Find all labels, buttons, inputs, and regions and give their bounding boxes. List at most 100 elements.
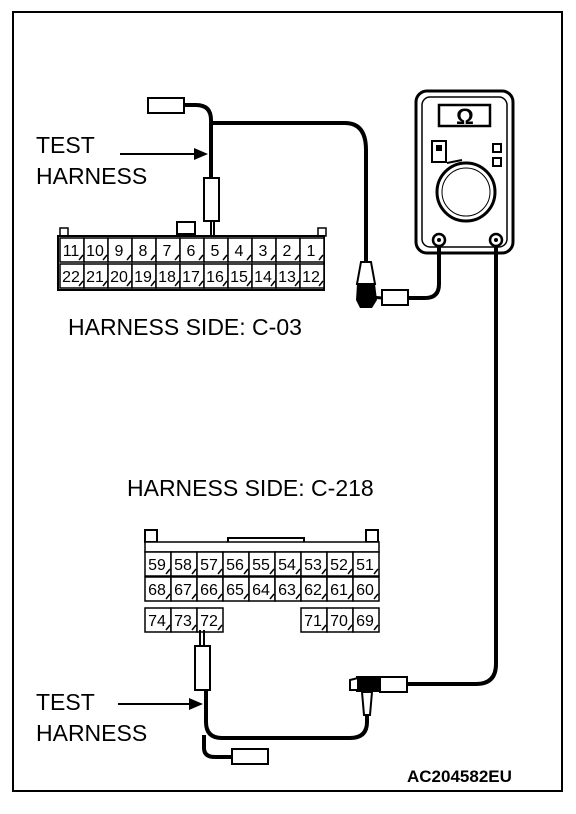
c218-pin-66: 66 xyxy=(196,576,224,602)
pin-number: 72 xyxy=(200,613,218,630)
pin-number: 20 xyxy=(110,269,128,286)
pin-number: 16 xyxy=(206,269,224,286)
c218-top-edge xyxy=(144,541,380,553)
meter-lead-wire-2 xyxy=(204,690,369,740)
pin-number: 22 xyxy=(62,269,80,286)
pin-number: 64 xyxy=(252,582,270,599)
meter-display xyxy=(437,103,492,128)
c218-pin-73: 73 xyxy=(170,607,198,633)
c218-pin-67: 67 xyxy=(170,576,198,602)
meter-lead-1 xyxy=(407,246,441,300)
meter-lead-1-plug xyxy=(381,289,409,306)
pin-number: 13 xyxy=(278,269,296,286)
c03-pin-13: 13 xyxy=(275,263,301,289)
pin-number: 19 xyxy=(134,269,152,286)
pin-number: 69 xyxy=(356,613,374,630)
c03-pin-11: 11 xyxy=(59,237,85,263)
pin-number: 71 xyxy=(304,613,322,630)
c218-pin-72: 72 xyxy=(196,607,224,633)
pin-number: 53 xyxy=(304,557,322,574)
pin-number: 55 xyxy=(252,557,270,574)
pin-number: 63 xyxy=(278,582,296,599)
pin-number: 74 xyxy=(148,613,166,630)
c218-pin-57: 57 xyxy=(196,551,224,577)
pin-number: 18 xyxy=(158,269,176,286)
pin-number: 51 xyxy=(356,557,374,574)
c03-pin-21: 21 xyxy=(83,263,109,289)
diagram-frame xyxy=(12,11,563,792)
c03-pin-4: 4 xyxy=(227,237,253,263)
meter-switch xyxy=(431,140,447,163)
test-harness-bottom-wire xyxy=(202,735,232,759)
test-harness-bottom xyxy=(194,630,269,765)
pin-number: 6 xyxy=(187,243,196,260)
c03-pin-7: 7 xyxy=(155,237,181,263)
pin-number: 60 xyxy=(356,582,374,599)
pin-number: 52 xyxy=(330,557,348,574)
pin-number: 65 xyxy=(226,582,244,599)
alligator-clip-bottom xyxy=(349,676,379,716)
c218-pin-61: 61 xyxy=(326,576,354,602)
c03-pin-12: 12 xyxy=(299,263,325,289)
ohm-symbol: Ω xyxy=(456,104,474,129)
c03-pin-15: 15 xyxy=(227,263,253,289)
c218-pin-59: 59 xyxy=(144,551,172,577)
test-harness-top-label-1: TEST xyxy=(36,132,95,158)
pin-number: 59 xyxy=(148,557,166,574)
test-harness-top-label-2: HARNESS xyxy=(36,163,147,189)
c218-pin-70: 70 xyxy=(326,607,354,633)
c218-pin-51: 51 xyxy=(352,551,380,577)
c03-pin-3: 3 xyxy=(251,237,277,263)
pin-number: 3 xyxy=(259,243,268,260)
pin-number: 67 xyxy=(174,582,192,599)
c03-pin-1: 1 xyxy=(299,237,325,263)
pin-number: 4 xyxy=(235,243,244,260)
c218-pin-60: 60 xyxy=(352,576,380,602)
c218-pin-56: 56 xyxy=(222,551,250,577)
pin-number: 62 xyxy=(304,582,322,599)
alligator-clip-top xyxy=(355,261,383,308)
c218-pin-54: 54 xyxy=(274,551,302,577)
c03-pin-19: 19 xyxy=(131,263,157,289)
c218-pin-52: 52 xyxy=(326,551,354,577)
c03-pin-16: 16 xyxy=(203,263,229,289)
meter-lead-wire-1 xyxy=(211,121,368,265)
pin-number: 11 xyxy=(63,243,80,260)
pin-number: 8 xyxy=(139,243,148,260)
pin-number: 14 xyxy=(254,269,272,286)
c03-pin-8: 8 xyxy=(131,237,157,263)
pin-number: 1 xyxy=(307,243,316,260)
arrow-bottom xyxy=(118,698,203,710)
test-harness-bottom-label-2: HARNESS xyxy=(36,720,147,746)
c03-pin-2: 2 xyxy=(275,237,301,263)
c03-pin-22: 22 xyxy=(59,263,85,289)
c218-pin-62: 62 xyxy=(300,576,328,602)
c218-pin-53: 53 xyxy=(300,551,328,577)
c03-pin-9: 9 xyxy=(107,237,133,263)
figure-code: AC204582EU xyxy=(407,767,512,786)
connector-c03-label: HARNESS SIDE: C-03 xyxy=(68,314,302,340)
pin-number: 12 xyxy=(302,269,320,286)
pin-number: 15 xyxy=(230,269,248,286)
c03-pin-20: 20 xyxy=(107,263,133,289)
c03-pin-6: 6 xyxy=(179,237,205,263)
c218-pin-64: 64 xyxy=(248,576,276,602)
test-harness-top-wire xyxy=(195,103,213,178)
ohmmeter-icon: Ω xyxy=(414,89,515,255)
meter-lead-2 xyxy=(406,246,498,686)
c03-pin-5: 5 xyxy=(203,237,229,263)
arrow-top xyxy=(120,148,208,160)
pin-number: 61 xyxy=(330,582,348,599)
pin-number: 5 xyxy=(211,243,220,260)
pin-number: 68 xyxy=(148,582,166,599)
pin-number: 54 xyxy=(278,557,296,574)
c218-pin-68: 68 xyxy=(144,576,172,602)
c218-pin-69: 69 xyxy=(352,607,380,633)
pin-number: 70 xyxy=(330,613,348,630)
pin-number: 21 xyxy=(86,269,104,286)
test-harness-bottom-plug xyxy=(231,748,269,765)
c03-pin-10: 10 xyxy=(83,237,109,263)
